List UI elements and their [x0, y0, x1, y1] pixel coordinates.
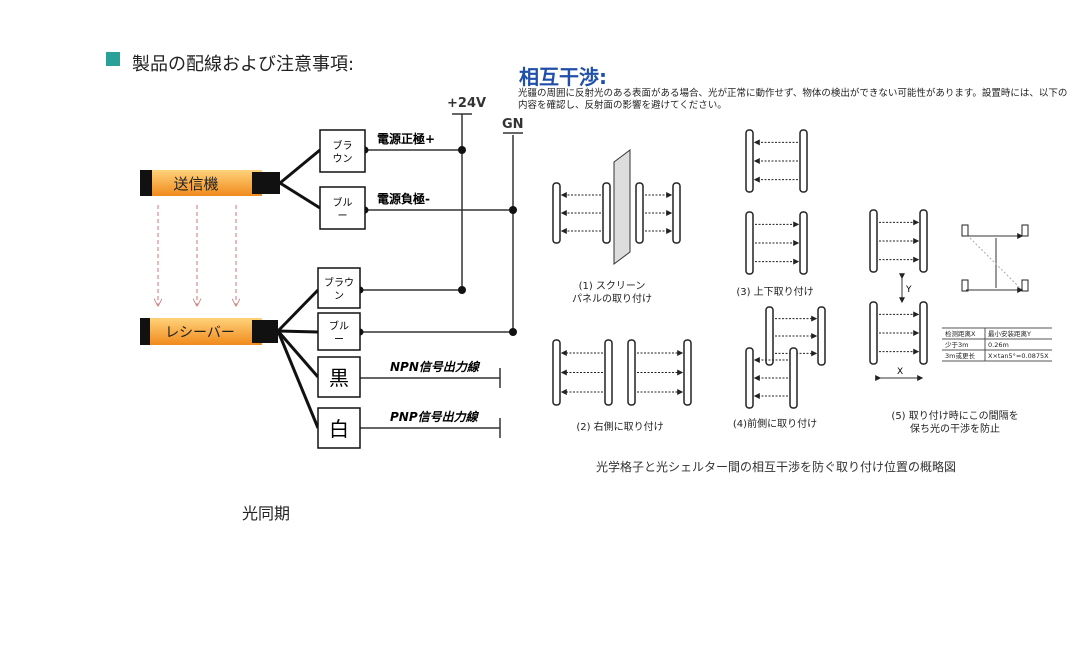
wire-function-label: 電源正極+	[377, 131, 435, 146]
wire-color-label: ー	[334, 335, 344, 346]
sensor-bar	[552, 182, 561, 244]
svg-text:(2) 右側に取り付け: (2) 右側に取り付け	[576, 420, 663, 433]
wire-color-label: ブラウ	[324, 276, 354, 289]
right-caption: 光学格子と光シェルター間の相互干渉を防ぐ取り付け位置の概略図	[596, 460, 957, 474]
sensor-bar	[627, 339, 636, 406]
interference-description: 光疆の周囲に反射光のある表面がある場合、光が正常に動作せず、物体の検出ができない…	[518, 88, 1068, 111]
sensor-bar	[745, 211, 754, 275]
wire-box: ブルー	[317, 312, 361, 351]
x-label: X	[897, 367, 903, 377]
sensor-drawings	[552, 129, 1029, 409]
sensor-bar	[919, 209, 928, 273]
svg-text:(1) スクリーン: (1) スクリーン	[579, 280, 646, 292]
wire-function-label: 電源負極-	[377, 191, 430, 206]
svg-text:(3) 上下取り付け: (3) 上下取り付け	[736, 285, 813, 298]
sensor-bar	[869, 209, 878, 273]
wire-box: 黒 NPN信号出力線	[317, 356, 481, 398]
sensor-unit	[1021, 224, 1029, 237]
svg-text:检测距离X: 检测距离X	[945, 329, 976, 338]
sensor-bar	[919, 301, 928, 365]
sensor-bar	[745, 347, 754, 409]
screen-panel	[613, 149, 631, 265]
wire-color-label: ブラ	[333, 139, 353, 152]
v24-label: +24V	[447, 96, 486, 111]
interference-title: 相互干渉:	[519, 65, 607, 89]
svg-text:最小安装距离Y: 最小安装距离Y	[988, 329, 1031, 338]
transmitter: 送信機	[140, 170, 280, 196]
wire-color-label: 白	[329, 417, 349, 441]
sensor-bar	[552, 339, 561, 406]
case-labels: (1) スクリーン パネルの取り付け (2) 右側に取り付け (3) 上下取り付…	[572, 280, 1019, 435]
light-beams	[158, 205, 236, 305]
receiver: レシーバー	[140, 318, 278, 345]
svg-text:保ち光の干渉を防止: 保ち光の干渉を防止	[910, 422, 1000, 435]
wire-function-label: PNP信号出力線	[390, 410, 480, 424]
svg-text:(4)前側に取り付け: (4)前側に取り付け	[733, 417, 817, 430]
svg-text:3m或更长: 3m或更长	[945, 351, 975, 360]
bullet-square-icon	[106, 52, 120, 66]
sensor-unit	[1021, 279, 1029, 292]
wire-color-label: ウン	[333, 153, 353, 165]
svg-text:パネルの取り付け: パネルの取り付け	[572, 292, 652, 305]
wire-function-label: NPN信号出力線	[390, 360, 481, 374]
sensor-bar	[765, 306, 774, 366]
sensor-unit	[961, 224, 969, 237]
sensor-bar	[869, 301, 878, 365]
spacing-dimensions	[875, 233, 1024, 381]
wire-color-label: ブル	[333, 196, 353, 209]
sensor-bar	[799, 211, 808, 275]
transmitter-label: 送信機	[173, 175, 218, 193]
svg-text:(5) 取り付け時にこの間隔を: (5) 取り付け時にこの間隔を	[891, 409, 1018, 422]
sensor-bar	[817, 306, 826, 366]
sensor-bar	[745, 129, 754, 193]
sensor-bar	[799, 129, 808, 193]
y-label: Y	[905, 285, 912, 295]
receiver-label: レシーバー	[165, 325, 235, 341]
sensor-bar	[635, 182, 644, 244]
wire-box: 白 PNP信号出力線	[317, 407, 480, 449]
wire-color-label: ブル	[329, 320, 349, 333]
wire-box: ブルー 電源負極-	[319, 186, 430, 230]
power-rails	[360, 113, 523, 438]
sensor-bar	[683, 339, 692, 406]
junction-dots	[356, 146, 517, 336]
svg-text:少于3m: 少于3m	[945, 341, 968, 349]
sensor-bar	[604, 339, 613, 406]
left-caption: 光同期	[242, 504, 291, 523]
svg-text:0.26m: 0.26m	[988, 341, 1009, 349]
sensor-bar	[602, 182, 611, 244]
wire-color-label: ー	[338, 211, 348, 222]
wiring-title: 製品の配線および注意事項:	[132, 54, 355, 75]
sensor-bar	[672, 182, 681, 244]
wire-color-label: ン	[334, 291, 344, 302]
sensor-unit	[961, 279, 969, 292]
cables	[276, 148, 321, 429]
wire-color-label: 黒	[329, 366, 349, 390]
svg-text:X×tan5°=0.0875X: X×tan5°=0.0875X	[988, 352, 1049, 360]
gn-label: GN	[502, 117, 524, 132]
distance-table: 检测距离X 最小安装距离Y 少于3m 0.26m 3m或更长 X×tan5°=0…	[942, 327, 1052, 362]
sensor-bar	[789, 347, 798, 409]
